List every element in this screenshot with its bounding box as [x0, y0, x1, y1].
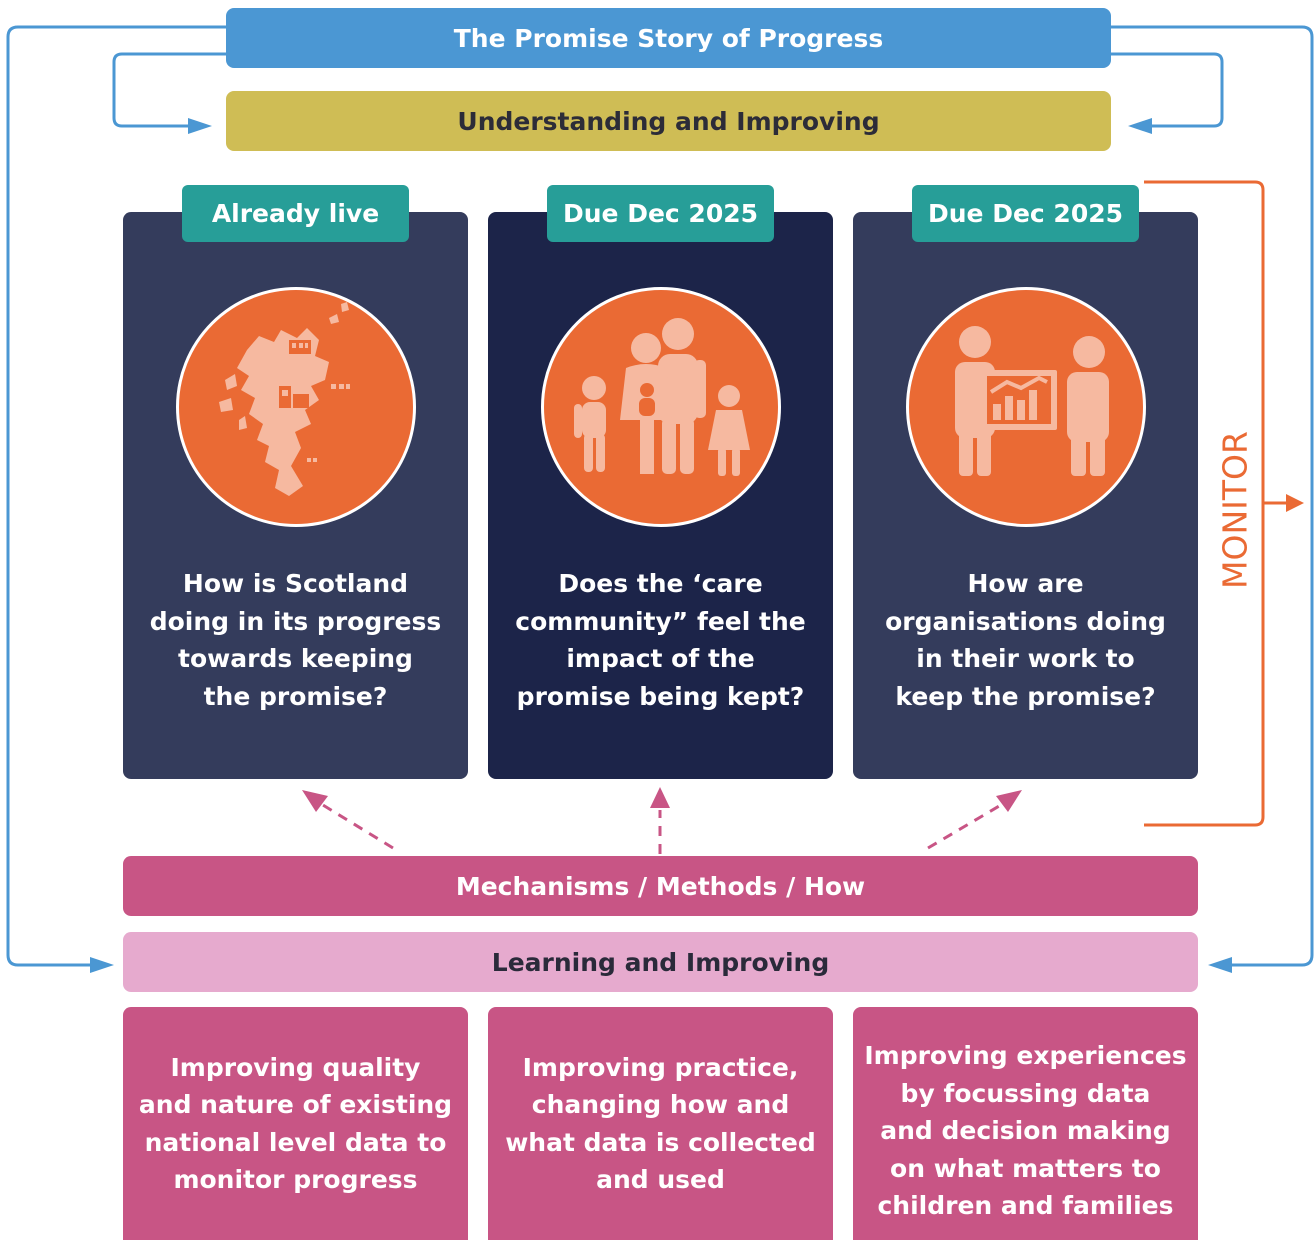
status-badge-2: Due Dec 2025 [547, 185, 774, 242]
arrowhead-right-learning [1208, 957, 1232, 973]
improvement-box-1: Improving quality and nature of existing… [123, 1007, 468, 1240]
understanding-improving-bar: Understanding and Improving [226, 91, 1111, 151]
scotland-map-icon [176, 287, 416, 527]
dashed-arrows [317, 800, 1007, 854]
card-question-2: Does the ‘care community” feel the impac… [515, 569, 806, 711]
arrowhead-left-understanding [188, 118, 212, 134]
inner-right-loop-arrow [1111, 52, 1224, 128]
learning-improving-bar: Learning and Improving [123, 932, 1198, 992]
status-badge-1: Already live [182, 185, 409, 242]
arrowhead-left-learning [90, 957, 114, 973]
mechanisms-bar: Mechanisms / Methods / How [123, 856, 1198, 916]
status-badge-3: Due Dec 2025 [912, 185, 1139, 242]
inner-left-loop-arrow [112, 52, 226, 128]
arrowhead-right-understanding [1128, 118, 1152, 134]
improvement-box-3: Improving experiences by focussing data … [853, 1007, 1198, 1240]
presentation-chart-icon [906, 287, 1146, 527]
improvement-box-2: Improving practice, changing how and wha… [488, 1007, 833, 1240]
svg-text:MONITOR: MONITOR [1216, 431, 1255, 589]
monitor-label: MONITOR [1216, 431, 1255, 589]
card-question-1: How is Scotland doing in its progress to… [149, 569, 442, 711]
story-of-progress-bar: The Promise Story of Progress [226, 8, 1111, 68]
card-question-3: How are organisations doing in their wor… [885, 569, 1166, 711]
family-icon [541, 287, 781, 527]
monitor-arrowhead [1286, 494, 1304, 512]
